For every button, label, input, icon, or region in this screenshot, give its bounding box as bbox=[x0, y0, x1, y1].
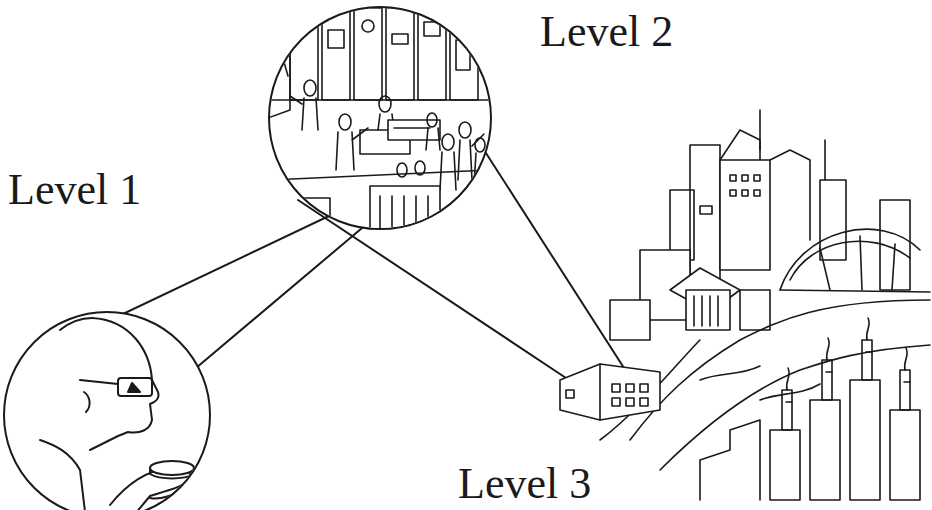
city-illustration bbox=[560, 110, 930, 500]
lab-circle bbox=[260, 7, 502, 238]
level-label: Level 2 bbox=[540, 10, 673, 54]
researcher-circle bbox=[4, 312, 210, 510]
level-label: Level 3 bbox=[458, 462, 591, 506]
level-label: Level 1 bbox=[8, 168, 141, 212]
